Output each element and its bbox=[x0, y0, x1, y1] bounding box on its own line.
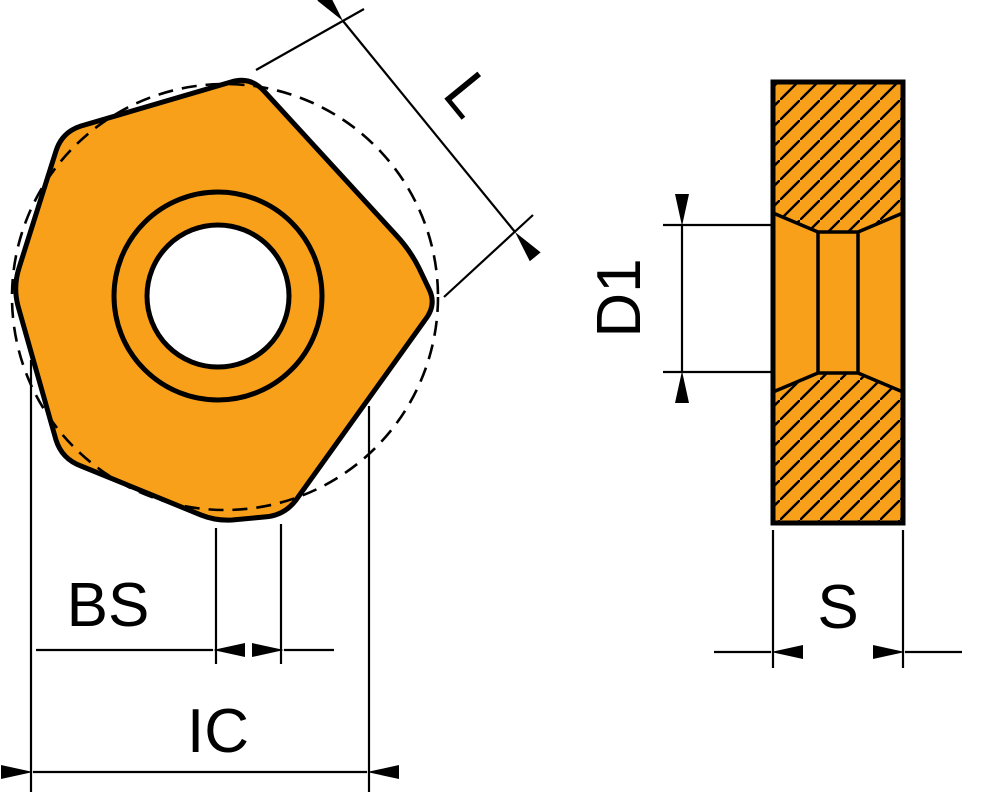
L-extension-line-top bbox=[255, 8, 365, 71]
hole-inner-circle bbox=[144, 222, 292, 370]
L-dimension-line bbox=[317, 0, 541, 262]
side-view-top-hatch bbox=[773, 82, 903, 232]
side-view-outline bbox=[770, 79, 906, 526]
label-BS: BS bbox=[67, 571, 150, 640]
side-view-top-chamfer-line bbox=[772, 211, 904, 234]
dimension-D1: D1 bbox=[585, 194, 775, 403]
label-S: S bbox=[817, 573, 858, 642]
side-view-bottom-chamfer-line bbox=[772, 371, 904, 394]
L-extension-line-bottom bbox=[443, 214, 534, 298]
label-D1: D1 bbox=[585, 258, 654, 337]
label-IC: IC bbox=[187, 697, 249, 766]
label-L: L bbox=[430, 60, 505, 130]
dimension-S: S bbox=[714, 530, 962, 668]
top-view bbox=[10, 77, 440, 523]
inscribed-circle-dashed bbox=[10, 82, 440, 512]
side-view bbox=[770, 79, 906, 526]
dimension-IC: IC bbox=[1, 360, 399, 792]
dimension-BS: BS bbox=[36, 524, 334, 664]
side-view-bottom-hatch bbox=[773, 373, 903, 523]
hole-outer-circle bbox=[111, 189, 325, 403]
